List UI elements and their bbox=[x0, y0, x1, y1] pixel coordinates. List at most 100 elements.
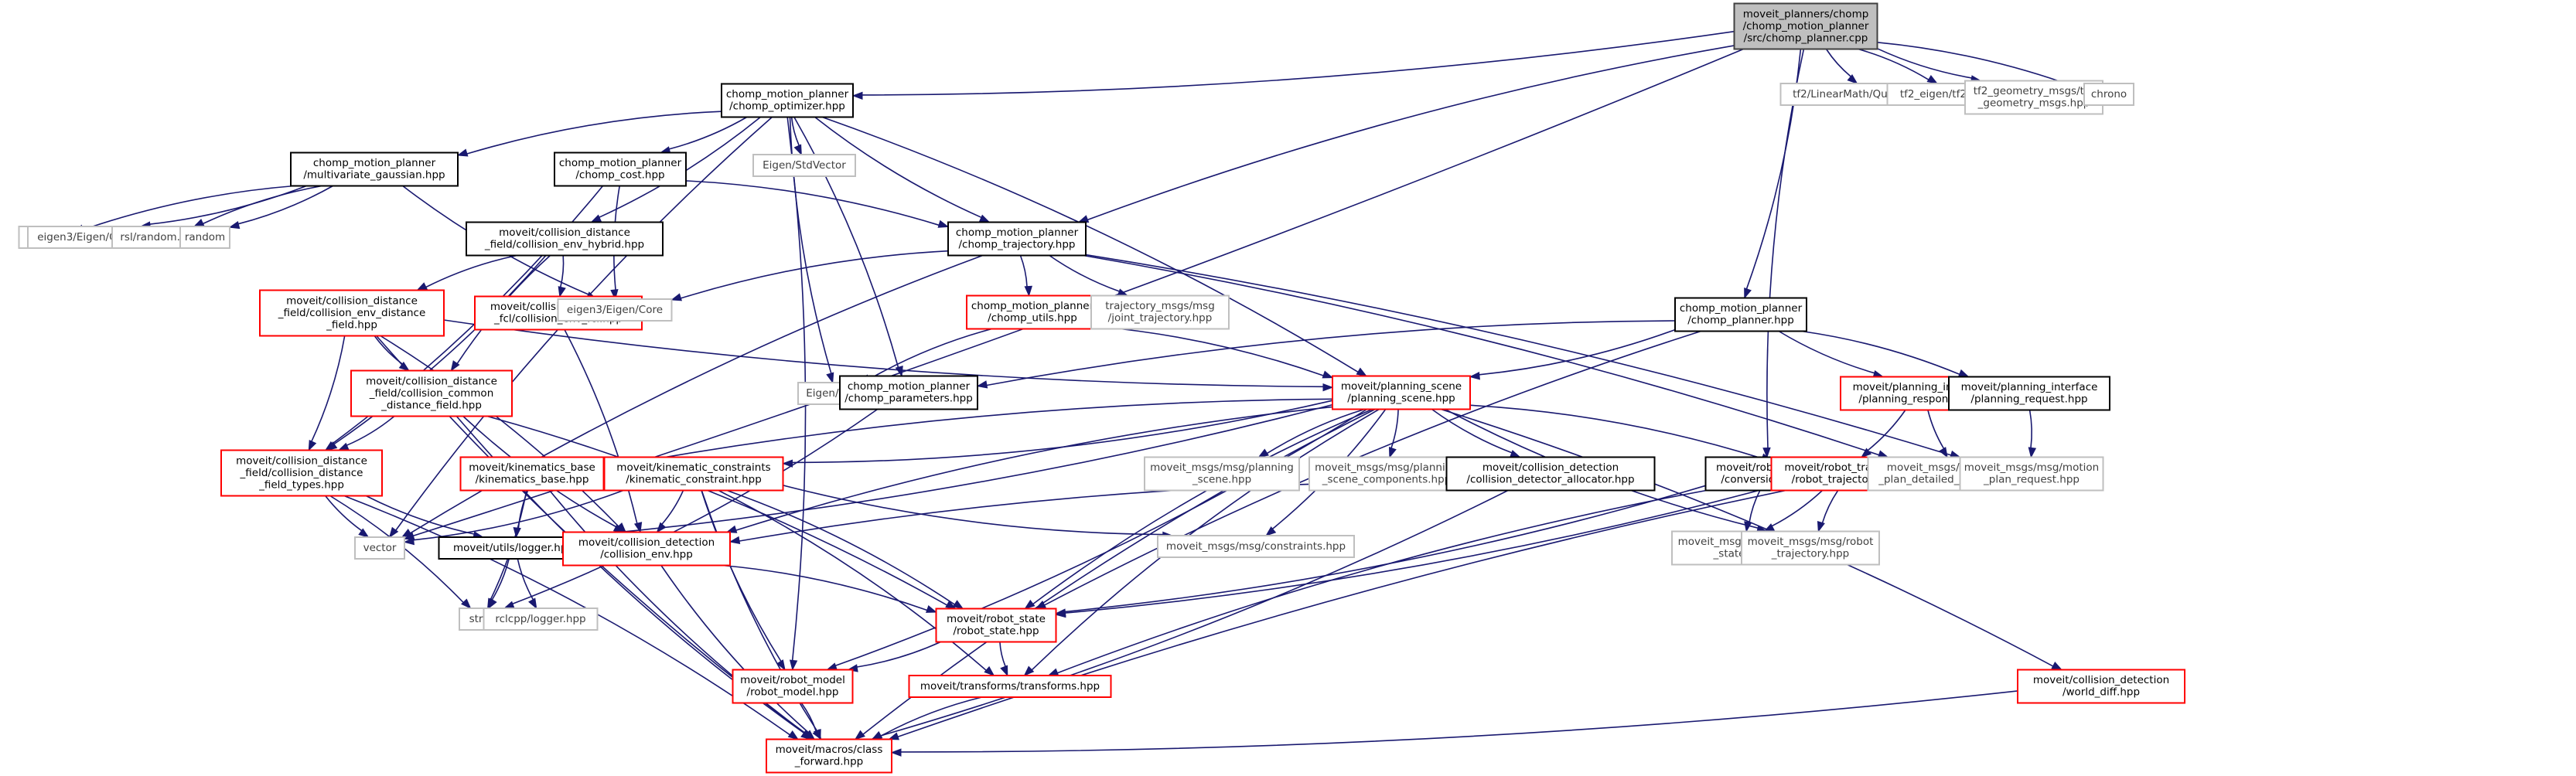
node-box bbox=[1674, 297, 1807, 332]
node-label-line: Eigen/StdVector bbox=[763, 159, 846, 172]
arrowhead-icon bbox=[461, 598, 472, 610]
node-label-line: moveit/planning_interface bbox=[1961, 381, 2098, 393]
edge-line bbox=[722, 564, 928, 611]
node-envhybrid[interactable]: moveit/collision_distance_field/collisio… bbox=[466, 221, 664, 257]
node-msgpscene: moveit_msgs/msg/planning_scene.hpp bbox=[1144, 456, 1300, 492]
node-kinbase[interactable]: moveit/kinematics_base/kinematics_base.h… bbox=[459, 456, 605, 492]
node-label-line: _geometry_msgs.hpp bbox=[1977, 97, 2090, 110]
node-prequest[interactable]: moveit/planning_interface/planning_reque… bbox=[1948, 376, 2110, 411]
node-box bbox=[752, 154, 856, 177]
node-transforms[interactable]: moveit/transforms/transforms.hpp bbox=[908, 675, 1112, 698]
arrowhead-icon bbox=[1117, 288, 1129, 297]
node-envdf[interactable]: moveit/collision_distance_field/collisio… bbox=[259, 289, 445, 337]
edge-line bbox=[1778, 330, 1875, 374]
node-label-line: moveit_planners/chomp bbox=[1743, 8, 1869, 20]
edge-line bbox=[669, 116, 748, 150]
edge-planner-to-prequest bbox=[1801, 330, 1970, 378]
node-dftypes[interactable]: moveit/collision_distance_field/collisio… bbox=[220, 449, 383, 497]
arrowhead-icon bbox=[610, 289, 619, 301]
node-kinconstr[interactable]: moveit/kinematic_constraints/kinematic_c… bbox=[603, 456, 784, 492]
node-params[interactable]: chomp_motion_planner/chomp_parameters.hp… bbox=[839, 375, 978, 410]
arrowhead-icon bbox=[1322, 383, 1334, 392]
arrowhead-icon bbox=[888, 732, 900, 740]
edge-mvgauss-to-cstdlib bbox=[73, 185, 295, 233]
arrowhead-icon bbox=[1509, 450, 1521, 458]
edge-optimizer-to-cost bbox=[659, 116, 748, 155]
node-label-line: /chomp_planner.hpp bbox=[1687, 315, 1794, 327]
edge-line bbox=[346, 415, 395, 446]
node-label-line: chomp_motion_planner bbox=[1680, 302, 1803, 315]
node-label-line: /kinematic_constraint.hpp bbox=[626, 474, 762, 486]
node-label-line: moveit/collision_detection bbox=[1482, 461, 1619, 474]
node-box bbox=[354, 536, 405, 560]
edge-worlddiff-to-classfwd bbox=[890, 690, 2018, 757]
node-robotmodel[interactable]: moveit/robot_model/robot_model.hpp bbox=[732, 669, 854, 704]
node-label-line: eigen3/Eigen/Core bbox=[567, 304, 663, 316]
arrowhead-icon bbox=[890, 748, 902, 757]
node-label-line: rclcpp/logger.hpp bbox=[495, 613, 585, 625]
node-cost[interactable]: chomp_motion_planner/chomp_cost.hpp bbox=[554, 151, 687, 187]
node-worlddiff[interactable]: moveit/collision_detection/world_diff.hp… bbox=[2017, 669, 2185, 704]
node-root[interactable]: moveit_planners/chomp/chomp_motion_plann… bbox=[1733, 2, 1878, 50]
edge-line bbox=[880, 696, 982, 737]
arrowhead-icon bbox=[488, 597, 497, 610]
node-commondf[interactable]: moveit/collision_distance_field/collisio… bbox=[350, 369, 513, 417]
edge-pscene-to-msgpscene bbox=[1257, 408, 1365, 458]
arrowhead-icon bbox=[813, 728, 821, 740]
edge-envhybrid-to-envfcl bbox=[558, 255, 566, 298]
edge-line bbox=[661, 490, 684, 525]
node-trajectory[interactable]: chomp_motion_planner/chomp_trajectory.hp… bbox=[947, 221, 1087, 257]
arrowhead-icon bbox=[1322, 370, 1334, 379]
node-label-line: moveit/collision_distance bbox=[499, 226, 630, 239]
node-label-line: /chomp_cost.hpp bbox=[575, 169, 664, 182]
edge-line bbox=[685, 180, 940, 226]
node-label-line: moveit_msgs/msg/planning bbox=[1315, 461, 1459, 474]
node-box bbox=[1733, 2, 1878, 50]
edge-line bbox=[1031, 408, 1380, 671]
node-planner[interactable]: chomp_motion_planner/chomp_planner.hpp bbox=[1674, 297, 1807, 332]
node-pscene[interactable]: moveit/planning_scene/planning_scene.hpp bbox=[1332, 375, 1471, 410]
arrowhead-icon bbox=[2028, 447, 2037, 458]
node-box bbox=[947, 221, 1087, 257]
node-box bbox=[1964, 80, 2103, 115]
node-classfwd[interactable]: moveit/macros/class_forward.hpp bbox=[766, 738, 892, 774]
node-box bbox=[1332, 375, 1471, 410]
arrowhead-icon bbox=[337, 442, 350, 451]
edge-collenv-to-robotstate bbox=[722, 564, 937, 613]
arrowhead-icon bbox=[1926, 75, 1939, 84]
node-collenv[interactable]: moveit/collision_detection/collision_env… bbox=[562, 531, 731, 567]
node-label-line: /chomp_trajectory.hpp bbox=[958, 239, 1075, 251]
edge-presponse-to-robottraj bbox=[1861, 410, 1906, 458]
node-box bbox=[908, 675, 1112, 698]
arrowhead-icon bbox=[1957, 369, 1970, 378]
node-label-line: moveit/robot_model bbox=[740, 674, 845, 686]
arrowhead-icon bbox=[308, 439, 317, 451]
node-label-line: tf2_geometry_msgs/tf2 bbox=[1974, 85, 2095, 97]
edge-line bbox=[237, 185, 333, 225]
node-mvgauss[interactable]: chomp_motion_planner/multivariate_gaussi… bbox=[290, 151, 459, 187]
node-box bbox=[839, 375, 978, 410]
edge-line bbox=[82, 185, 295, 230]
node-optimizer[interactable]: chomp_motion_planner/chomp_optimizer.hpp bbox=[721, 83, 854, 118]
edge-line bbox=[1877, 48, 1972, 79]
arrowhead-icon bbox=[1055, 609, 1066, 618]
node-box bbox=[483, 608, 599, 631]
node-box bbox=[1157, 535, 1355, 558]
edge-line bbox=[793, 117, 899, 368]
node-label-line: moveit_msgs/msg/motion bbox=[1964, 461, 2099, 474]
arrowhead-icon bbox=[1023, 665, 1035, 676]
node-robotstate[interactable]: moveit/robot_state/robot_state.hpp bbox=[935, 608, 1057, 643]
arrowhead-icon bbox=[358, 528, 370, 538]
edge-utils-to-pscene bbox=[1097, 325, 1334, 379]
edge-line bbox=[1032, 408, 1373, 605]
edge-line bbox=[660, 565, 809, 733]
node-label-line: moveit_msgs/msg/planning bbox=[1150, 461, 1294, 474]
arrowhead-icon bbox=[793, 144, 802, 156]
node-utils[interactable]: chomp_motion_planner/chomp_utils.hpp bbox=[966, 294, 1099, 330]
arrowhead-icon bbox=[1861, 448, 1872, 458]
edge-line bbox=[821, 116, 1359, 373]
arrowhead-icon bbox=[326, 441, 338, 451]
edge-envdf-to-pscene bbox=[443, 319, 1334, 392]
edge-robottraj-to-robotstate bbox=[1055, 486, 1772, 618]
node-allocator[interactable]: moveit/collision_detection/collision_det… bbox=[1445, 456, 1656, 492]
